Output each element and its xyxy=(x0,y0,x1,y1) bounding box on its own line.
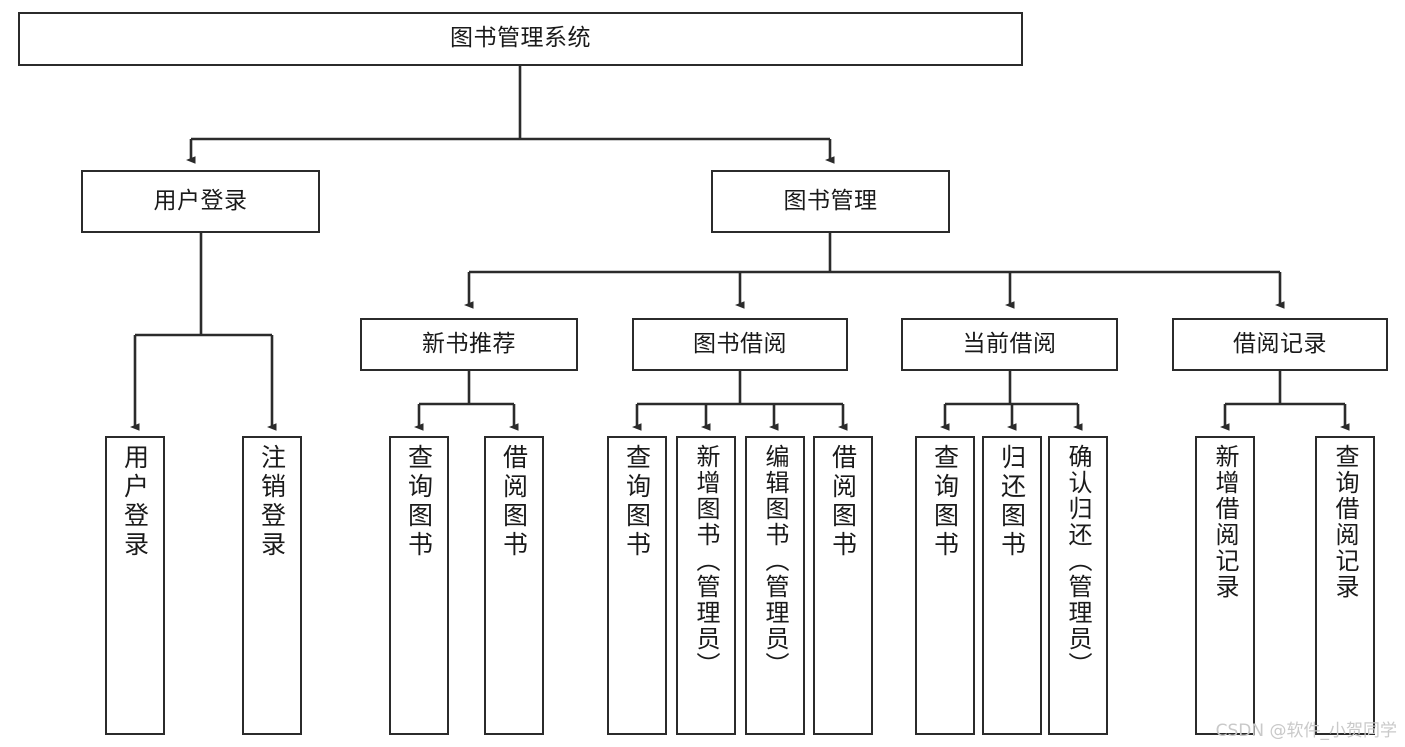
node-leaf-add-book-admin-label: 新增图书（管理员） xyxy=(692,444,720,678)
node-leaf-return-book[interactable]: 归还图书 xyxy=(982,436,1042,735)
node-leaf-user-login[interactable]: 用户登录 xyxy=(105,436,165,735)
node-leaf-query-book-3-label: 查询图书 xyxy=(930,444,960,560)
node-leaf-add-borrow-record-label: 新增借阅记录 xyxy=(1211,444,1239,600)
node-leaf-user-login-label: 用户登录 xyxy=(120,444,150,560)
node-root[interactable]: 图书管理系统 xyxy=(18,12,1023,66)
node-current-borrow[interactable]: 当前借阅 xyxy=(901,318,1118,371)
node-leaf-query-book-2[interactable]: 查询图书 xyxy=(607,436,667,735)
node-leaf-logout-login[interactable]: 注销登录 xyxy=(242,436,302,735)
node-leaf-query-book-1-label: 查询图书 xyxy=(404,444,434,560)
node-root-label: 图书管理系统 xyxy=(450,25,591,52)
node-new-book-recommend[interactable]: 新书推荐 xyxy=(360,318,578,371)
node-book-borrow[interactable]: 图书借阅 xyxy=(632,318,848,371)
node-borrow-record-label: 借阅记录 xyxy=(1233,330,1327,357)
node-leaf-query-book-2-label: 查询图书 xyxy=(622,444,652,560)
node-book-manage[interactable]: 图书管理 xyxy=(711,170,950,233)
node-current-borrow-label: 当前借阅 xyxy=(962,330,1057,357)
node-leaf-add-borrow-record[interactable]: 新增借阅记录 xyxy=(1195,436,1255,735)
node-new-book-recommend-label: 新书推荐 xyxy=(422,330,516,357)
node-leaf-query-borrow-record-label: 查询借阅记录 xyxy=(1331,444,1359,600)
node-leaf-query-borrow-record[interactable]: 查询借阅记录 xyxy=(1315,436,1375,735)
node-book-borrow-label: 图书借阅 xyxy=(693,330,787,357)
node-leaf-add-book-admin[interactable]: 新增图书（管理员） xyxy=(676,436,736,735)
node-leaf-edit-book-admin-label: 编辑图书（管理员） xyxy=(761,444,789,678)
node-leaf-borrow-book-1[interactable]: 借阅图书 xyxy=(484,436,544,735)
node-leaf-query-book-1[interactable]: 查询图书 xyxy=(389,436,449,735)
node-leaf-confirm-return-admin[interactable]: 确认归还（管理员） xyxy=(1048,436,1108,735)
watermark-text: CSDN @软件_小贺同学 xyxy=(1215,721,1397,741)
node-leaf-confirm-return-admin-label: 确认归还（管理员） xyxy=(1064,444,1092,678)
node-leaf-return-book-label: 归还图书 xyxy=(997,444,1027,560)
node-leaf-query-book-3[interactable]: 查询图书 xyxy=(915,436,975,735)
node-leaf-logout-login-label: 注销登录 xyxy=(257,444,287,560)
node-leaf-borrow-book-1-label: 借阅图书 xyxy=(499,444,529,560)
node-borrow-record[interactable]: 借阅记录 xyxy=(1172,318,1388,371)
node-leaf-edit-book-admin[interactable]: 编辑图书（管理员） xyxy=(745,436,805,735)
node-book-manage-label: 图书管理 xyxy=(783,187,878,214)
node-leaf-borrow-book-2[interactable]: 借阅图书 xyxy=(813,436,873,735)
node-user-login[interactable]: 用户登录 xyxy=(81,170,320,233)
node-leaf-borrow-book-2-label: 借阅图书 xyxy=(828,444,858,560)
node-user-login-label: 用户登录 xyxy=(153,187,248,214)
